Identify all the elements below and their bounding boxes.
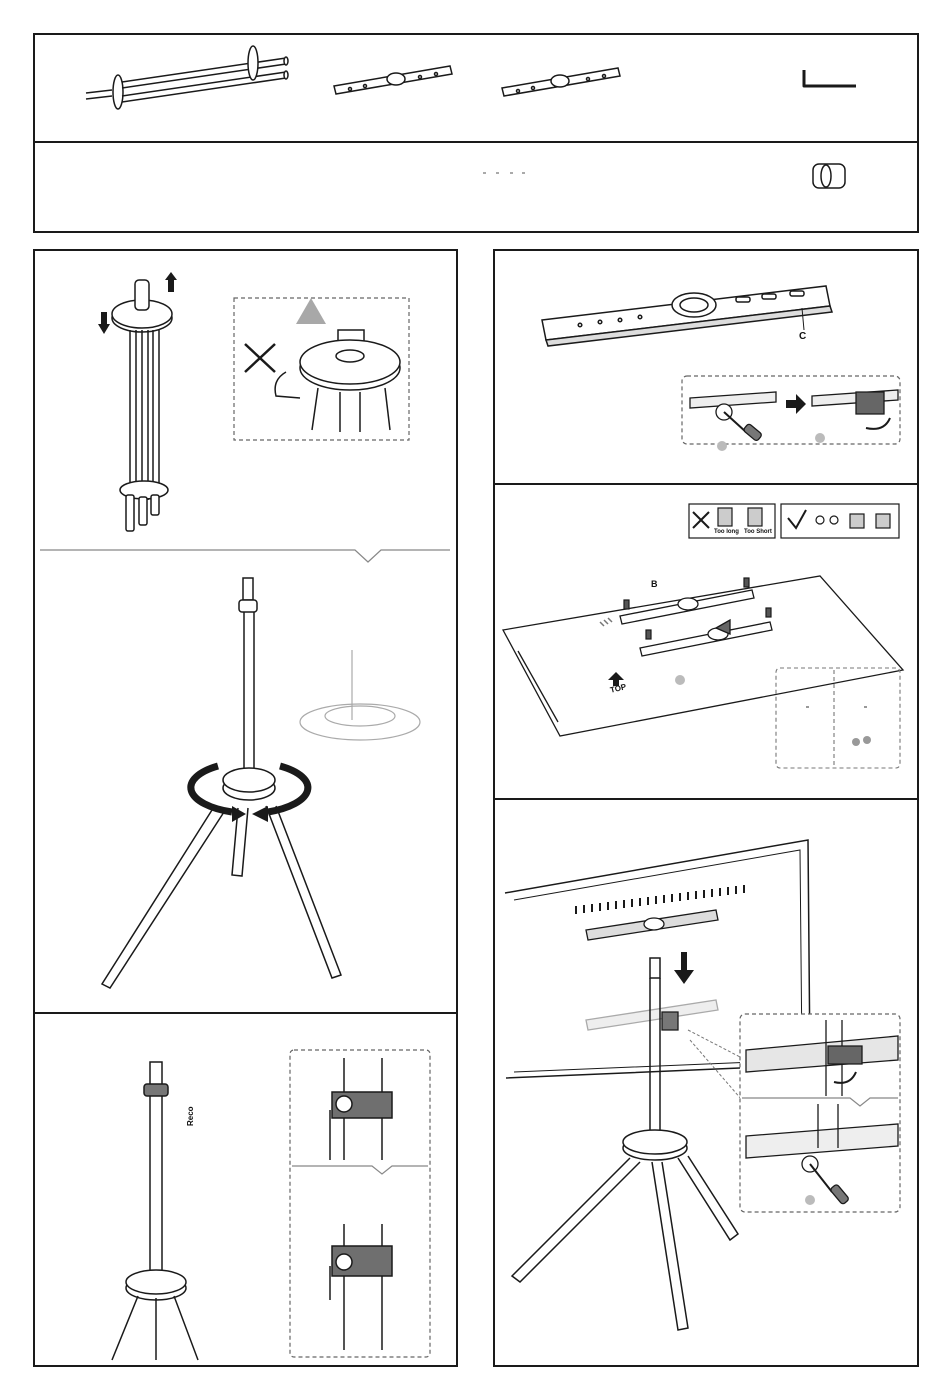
- bracket-b-label: B: [651, 579, 658, 589]
- bracket-c-large: [542, 286, 832, 346]
- too-short-label: Too Short: [744, 529, 772, 535]
- bracket-c-label: C: [799, 331, 806, 342]
- screwdriver-detail: [690, 392, 776, 442]
- screw-guide-correct: [781, 504, 899, 538]
- arrow-right-icon: [786, 394, 806, 414]
- clip-attached: [812, 390, 898, 429]
- too-long-label: Too long: [714, 529, 739, 535]
